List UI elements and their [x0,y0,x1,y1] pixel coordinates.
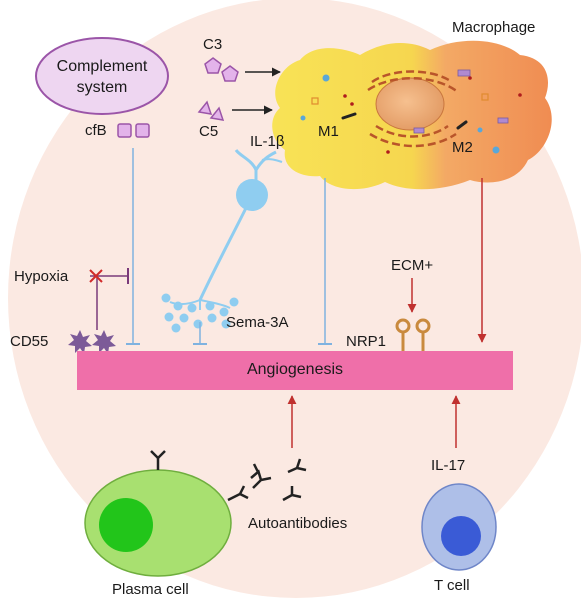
m2-label: M2 [452,139,473,156]
c5-triangle-icons [197,100,225,121]
autoantibodies-icons [250,458,307,502]
t-cell-nucleus [441,516,481,556]
complement-system-label: Complement system [52,56,152,98]
hypoxia-label: Hypoxia [14,268,69,285]
block-x-icon [89,269,103,283]
nrp1-label: NRP1 [346,333,387,350]
cfb-label: cfB [85,122,107,139]
angiogenesis-bar [77,351,513,390]
autoantibodies-label: Autoantibodies [248,515,348,532]
cd55-label: CD55 [10,333,49,350]
macrophage-nucleus [375,77,445,131]
macrophage-label: Macrophage [452,19,536,36]
plasma-cell-label: Plasma cell [112,581,189,598]
cd55-protein-icons [68,330,116,354]
c3-label: C3 [203,36,223,53]
il17-label: IL-17 [431,457,466,474]
golgi-apparatus [367,70,459,148]
t-cell-label: T cell [434,577,470,594]
angiogenesis-label: Angiogenesis [246,361,344,378]
il1b-label: IL-1β [250,133,285,150]
c3-pentagon-icons [204,57,239,82]
c5-label: C5 [199,123,219,140]
nrp1-receptor-icons [395,318,431,352]
complement-line-1: Complement [56,58,148,75]
plasma-cell-nucleus [99,498,153,552]
macrophage-organelles [300,69,522,154]
complement-system-ellipse [35,37,169,115]
m1-label: M1 [318,123,339,140]
ecm-label: ECM+ [391,257,434,274]
membrane-antibody-right-icon [227,485,249,502]
complement-line-2: system [76,79,128,96]
sema3a-label: Sema-3A [226,314,289,331]
cfb-squares-icon [117,123,150,138]
membrane-antibody-icon [150,450,166,470]
neuron-icon [169,149,283,310]
